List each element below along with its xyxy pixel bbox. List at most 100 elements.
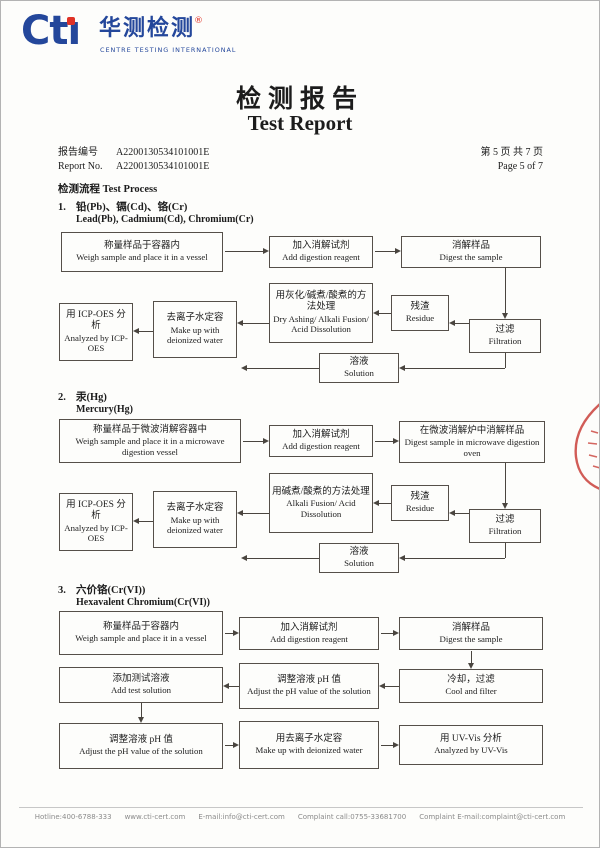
box-text-en: Weigh sample and place it in a vessel [75,633,207,644]
flow-arrow-left-icon [449,320,469,326]
registered-trademark-icon: ® [194,16,203,26]
box-text-en: Digest the sample [439,252,503,263]
flow-arrow-down-icon [138,703,144,723]
box-text-zh: 消解样品 [451,622,490,633]
flow-arrow-right-icon [225,742,239,748]
box-text-en: Dry Ashing/ Alkali Fusion/ Acid Dissolut… [273,313,369,335]
section3-heading-en: Hexavalent Chromium(Cr(VI)) [76,597,210,608]
page-title-zh: 检测报告 [235,86,364,113]
section3-heading-zh: 六价铬(Cr(VI)) [76,585,146,596]
flow-arrow-left-icon [241,365,319,371]
test-process-title: 检测流程 Test Process [58,184,158,195]
flow-box-digest: 消解样品 Digest the sample [399,617,543,650]
flow-box-make-up: 用去离子水定容 Make up with deionized water [239,721,379,769]
flow-box-residue: 残渣 Residue [391,295,449,331]
box-text-zh: 加入消解试剂 [292,241,350,252]
flow-box-weigh-sample: 称量样品于容器内 Weigh sample and place it in a … [61,232,223,272]
box-text-zh: 用碱煮/酸煮的方法处理 [272,486,370,497]
flow-arrow-left-icon [399,555,505,561]
flow-connector-line [505,543,506,558]
box-text-en: Residue [405,313,435,324]
report-no-label-zh: 报告编号 [58,147,98,158]
box-text-zh: 调整溶液 pH 值 [277,675,341,686]
footer-email: E-mail:info@cti-cert.com [198,813,285,821]
page-number-block: 第 5 页 共 7 页 Page 5 of 7 [401,146,544,173]
box-text-en: Solution [344,368,374,379]
section1-heading-zh: 铅(Pb)、镉(Cd)、铬(Cr) [76,202,188,213]
flow-connector-line [505,353,506,368]
box-text-en: Digest sample in microwave digestion ove… [404,437,540,458]
flow-arrow-right-icon [375,248,401,254]
brand-name-zh: 华测检测 [99,16,196,41]
page-number-zh: 第 5 页 共 7 页 [480,147,544,158]
flow-arrow-down-icon [468,651,474,669]
flow-arrow-right-icon [381,742,399,748]
box-text-zh: 称量样品于微波消解容器中 [92,424,207,435]
cti-logo-red-dot-icon [67,17,75,25]
footer-complaint-call: Complaint call:0755-33681700 [297,813,407,821]
flow-box-adjust-ph-1: 调整溶液 pH 值 Adjust the pH value of the sol… [239,663,379,709]
section2-heading: 2.汞(Hg) [58,389,107,404]
box-text-zh: 用 ICP-OES 分析 [66,310,126,332]
box-text-en: Analyzed by UV-Vis [434,745,508,756]
flow-arrow-left-icon [379,683,399,689]
box-text-zh: 过滤 [495,325,515,336]
section1-heading-en: Lead(Pb), Cadmium(Cd), Chromium(Cr) [76,214,254,225]
footer-divider [19,807,583,808]
flow-arrow-left-icon [399,365,505,371]
section2-number: 2. [58,392,66,403]
flow-box-solution: 溶液 Solution [319,353,399,383]
footer-hotline: Hotline:400-6788-333 [34,813,112,821]
box-text-zh: 加入消解试剂 [292,430,350,441]
flow-arrow-left-icon [223,683,239,689]
box-text-en: Analyzed by ICP-OES [64,522,128,544]
flow-arrow-left-icon [133,328,153,334]
red-seal-partial [574,403,599,490]
flow-box-add-test-solution: 添加测试溶液 Add test solution [59,667,223,703]
flow-arrow-right-icon [225,630,239,636]
box-text-zh: 残渣 [410,302,430,313]
box-text-zh: 用灰化/碱煮/酸煮的方法处理 [275,291,367,313]
box-text-zh: 残渣 [410,492,430,503]
box-text-en: Digest the sample [439,633,503,644]
box-text-zh: 消解样品 [451,241,490,252]
box-text-zh: 去离子水定容 [166,503,224,514]
box-text-zh: 称量样品于容器内 [103,241,180,252]
flow-box-icpoes-analysis: 用 ICP-OES 分析 Analyzed by ICP-OES [59,303,133,361]
brand-name-en: CENTRE TESTING INTERNATIONAL [100,46,237,54]
box-text-en: Solution [344,558,374,569]
box-text-en: Residue [405,503,435,514]
box-text-zh: 溶液 [349,547,369,558]
flow-arrow-left-icon [373,500,391,506]
flow-arrow-right-icon [375,438,399,444]
flow-box-make-up: 去离子水定容 Make up with deionized water [153,491,237,548]
report-no-value-en: A2200130534101001E [116,160,210,172]
box-text-en: Adjust the pH value of the solution [247,686,371,697]
flow-box-cool-filter: 冷却，过滤 Cool and filter [399,669,543,703]
box-text-en: Add digestion reagent [270,633,348,644]
flow-box-solution: 溶液 Solution [319,543,399,573]
box-text-en: Add digestion reagent [282,441,360,452]
section2-heading-en: Mercury(Hg) [76,404,134,415]
box-text-en: Make up with deionized water [167,324,223,346]
report-no-value: A2200130534101001E [116,147,210,158]
box-text-en: Alkali Fusion/ Acid Dissolution [286,498,356,519]
box-text-zh: 溶液 [349,357,369,368]
page-number-en: Page 5 of 7 [497,160,543,172]
flow-arrow-down-icon [502,268,508,319]
box-text-zh: 添加测试溶液 [112,674,170,685]
page-title-en: Test Report [247,111,353,135]
box-text-zh: 在微波消解炉中消解样品 [419,425,525,436]
flow-arrow-left-icon [373,310,391,316]
box-text-zh: 称量样品于容器内 [102,622,179,633]
box-text-zh: 去离子水定容 [166,313,224,324]
footer-website: www.cti-cert.com [124,813,186,821]
flow-box-filtration: 过滤 Filtration [469,319,541,353]
flow-box-add-reagent: 加入消解试剂 Add digestion reagent [239,617,379,650]
box-text-en: Cool and filter [445,686,497,697]
flow-arrow-left-icon [241,555,319,561]
box-text-en: Analyzed by ICP-OES [64,332,128,354]
flow-box-add-reagent: 加入消解试剂 Add digestion reagent [269,236,373,268]
flow-box-icpoes-analysis: 用 ICP-OES 分析 Analyzed by ICP-OES [59,493,133,551]
